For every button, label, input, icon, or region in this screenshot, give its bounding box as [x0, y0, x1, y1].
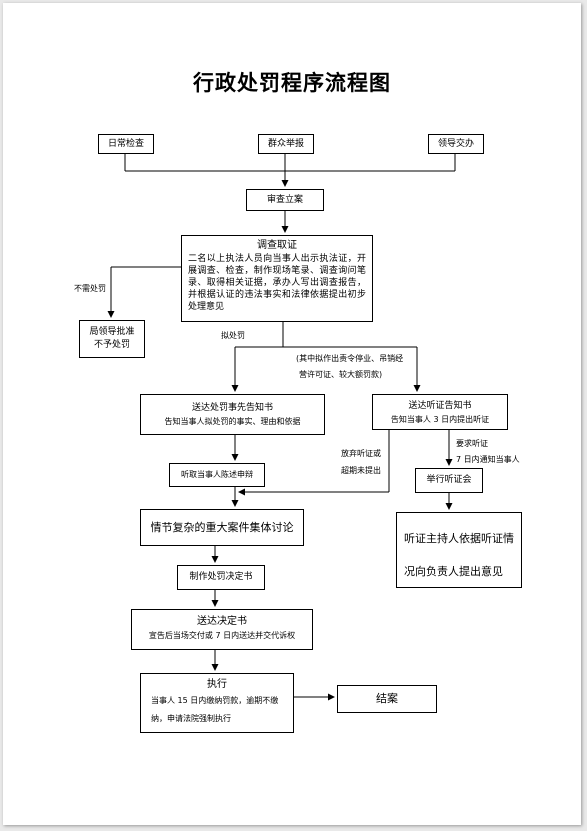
deliver-decision-box: 送达决定书 宣告后当场交付或 7 日内送达并交代诉权 — [131, 609, 313, 650]
make-decision-label: 制作处罚决定书 — [189, 572, 253, 582]
prior-notice-heading: 送达处罚事先告知书 — [191, 403, 273, 413]
host-opinion-line2: 况向负责人提出意见 — [404, 565, 503, 578]
defense-label: 听取当事人陈述申辩 — [181, 470, 253, 479]
execute-box: 执行 当事人 15 日内缴纳罚款，逾期不缴纳，申请法院强制执行 — [140, 673, 294, 733]
host-opinion-line1: 听证主持人依据听证情 — [404, 532, 514, 545]
collective-discussion-label: 情节复杂的重大案件集体讨论 — [150, 521, 294, 534]
deliver-body: 宣告后当场交付或 7 日内送达并交代诉权 — [148, 631, 296, 640]
close-case-box: 结案 — [337, 685, 437, 713]
execute-heading: 执行 — [207, 679, 227, 690]
investigation-body: 二名以上执法人员向当事人出示执法证，开展调查、检查，制作现场笔录、调查询问笔录、… — [188, 254, 366, 312]
serious-note-line2: 营许可证、较大额罚款) — [299, 370, 383, 379]
daily-inspection-label: 日常检查 — [107, 139, 144, 149]
public-report-box: 群众举报 — [258, 134, 314, 154]
hearing-notice-box: 送达听证告知书 告知当事人 3 日内提出听证 — [372, 394, 508, 430]
investigation-box: 调查取证 二名以上执法人员向当事人出示执法证，开展调查、检查，制作现场笔录、调查… — [181, 235, 373, 322]
approve-line1: 局领导批准 — [89, 327, 135, 337]
make-decision-box: 制作处罚决定书 — [177, 565, 265, 590]
approve-no-penalty-box: 局领导批准 不予处罚 — [79, 320, 145, 358]
review-filing-box: 审查立案 — [246, 189, 324, 211]
serious-case-note: (其中拟作出责令停业、吊销经 营许可证、较大额罚款) — [296, 351, 403, 383]
hold-hearing-label: 举行听证会 — [426, 475, 472, 485]
request-hearing-label: 要求听证 7 日内通知当事人 — [456, 436, 520, 468]
hearing-notice-heading: 送达听证告知书 — [408, 401, 472, 411]
flow-connectors — [107, 154, 456, 701]
page-title: 行政处罚程序流程图 — [193, 71, 391, 95]
leader-assignment-label: 领导交办 — [437, 139, 474, 149]
no-penalty-label: 不需处罚 — [74, 284, 106, 293]
leader-assignment-box: 领导交办 — [428, 134, 484, 154]
request-line2: 7 日内通知当事人 — [456, 455, 520, 464]
execute-body: 当事人 15 日内缴纳罚款，逾期不缴纳，申请法院强制执行 — [151, 696, 279, 723]
document-page: 行政处罚程序流程图 — [3, 3, 581, 825]
public-report-label: 群众举报 — [267, 139, 304, 149]
host-opinion-box: 听证主持人依据听证情 况向负责人提出意见 — [396, 512, 522, 588]
waive-line2: 超期未提出 — [341, 466, 381, 475]
review-filing-label: 审查立案 — [266, 195, 303, 205]
collective-discussion-box: 情节复杂的重大案件集体讨论 — [140, 509, 304, 546]
prior-notice-body: 告知当事人拟处罚的事实、理由和依据 — [164, 417, 301, 426]
waive-hearing-label: 放弃听证或 超期未提出 — [341, 445, 381, 479]
approve-line2: 不予处罚 — [93, 340, 130, 350]
request-line1: 要求听证 — [456, 439, 488, 448]
hold-hearing-box: 举行听证会 — [415, 468, 483, 493]
prior-notice-box: 送达处罚事先告知书 告知当事人拟处罚的事实、理由和依据 — [140, 394, 325, 435]
daily-inspection-box: 日常检查 — [98, 134, 154, 154]
plan-penalty-label: 拟处罚 — [221, 331, 245, 340]
serious-note-line1: (其中拟作出责令停业、吊销经 — [296, 354, 404, 363]
close-case-label: 结案 — [376, 692, 398, 705]
investigation-heading: 调查取证 — [257, 240, 297, 251]
waive-line1: 放弃听证或 — [341, 449, 381, 458]
deliver-heading: 送达决定书 — [197, 616, 247, 627]
defense-box: 听取当事人陈述申辩 — [169, 463, 265, 487]
hearing-notice-body: 告知当事人 3 日内提出听证 — [390, 415, 490, 424]
